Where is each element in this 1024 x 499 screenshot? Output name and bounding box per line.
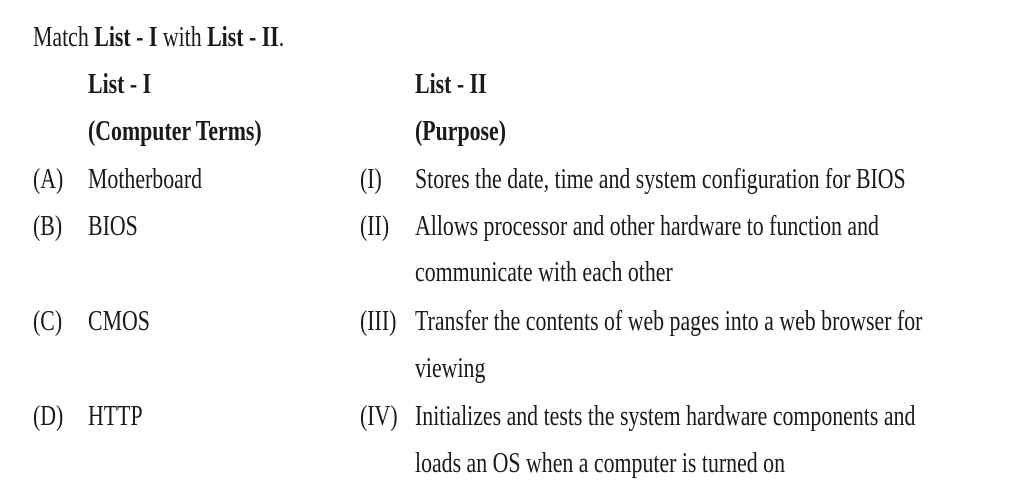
list1-term: CMOS: [88, 306, 150, 337]
list2-heading: List - II: [415, 69, 487, 100]
list1-term: HTTP: [88, 401, 143, 432]
list2-subheading: (Purpose): [415, 116, 506, 147]
list1-label: (C): [33, 306, 63, 337]
list2-text: loads an OS when a computer is turned on: [415, 448, 786, 479]
list2-text: communicate with each other: [415, 257, 673, 288]
list2-text: Allows processor and other hardware to f…: [415, 211, 879, 242]
list1-label: (D): [33, 401, 64, 432]
list2-text: Transfer the contents of web pages into …: [415, 306, 923, 337]
list1-heading: List - I: [88, 69, 152, 100]
list1-term: Motherboard: [88, 164, 203, 195]
list2-text: viewing: [415, 353, 486, 384]
list2-label: (I): [360, 164, 382, 195]
list2-text: Initializes and tests the system hardwar…: [415, 401, 916, 432]
list1-term: BIOS: [88, 211, 138, 242]
list2-text: Stores the date, time and system configu…: [415, 164, 906, 195]
list2-label: (III): [360, 306, 397, 337]
list2-label: (IV): [360, 401, 398, 432]
list1-subheading: (Computer Terms): [88, 116, 262, 147]
list1-label: (A): [33, 164, 64, 195]
list2-label: (II): [360, 211, 390, 242]
question-intro: Match List - I with List - II.: [33, 22, 285, 53]
list1-label: (B): [33, 211, 63, 242]
